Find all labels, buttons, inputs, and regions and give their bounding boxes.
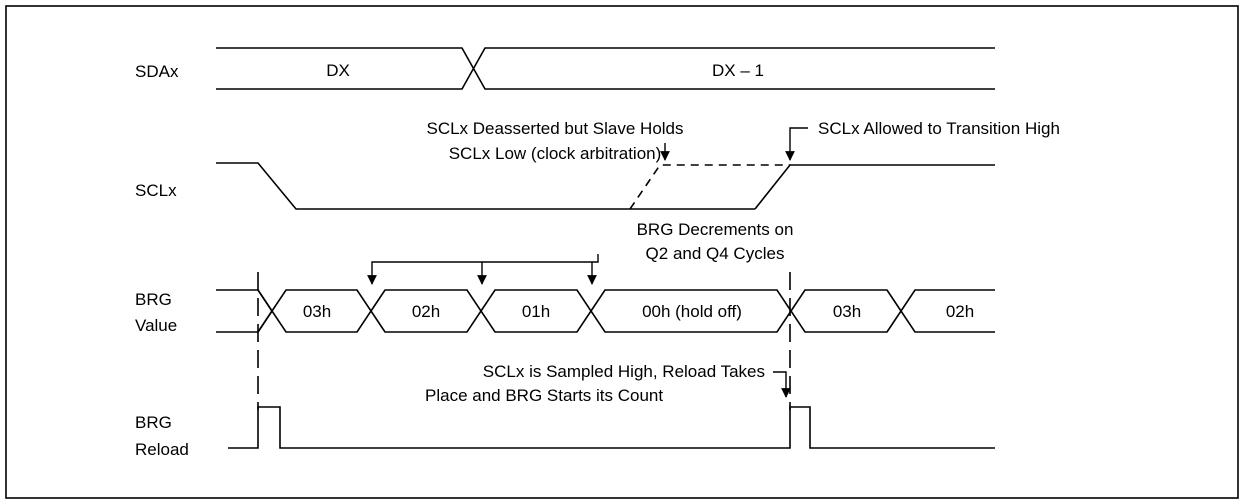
sdax-waveform [216,47,995,90]
label-brg-value-line2: Value [135,316,177,335]
label-brg-reload-line1: BRG [135,413,172,432]
annotation-slave-hold-line2: SCLx Low (clock arbitration) [449,144,662,163]
annotation-allowed-high: SCLx Allowed to Transition High [818,119,1060,138]
annotation-brg-decrements-line2: Q2 and Q4 Cycles [646,244,785,263]
brg-segment-00h-hold-off: 00h (hold off) [642,302,742,321]
annotation-slave-hold-line1: SCLx Deasserted but Slave Holds [426,119,683,138]
arrow-allowed-high [785,127,808,161]
brg-segment-03h: 03h [303,302,331,321]
brg-value-waveform [216,289,995,333]
brg-decrement-arrows [367,254,599,285]
arrow-sampled-high [773,371,791,398]
label-sdax: SDAx [135,62,179,81]
brg-segment-02h-next: 02h [946,302,974,321]
sclx-waveform [216,162,995,210]
label-brg-value-line1: BRG [135,290,172,309]
brg-segment-01h: 01h [522,302,550,321]
label-brg-reload-line2: Reload [135,440,189,459]
annotation-sampled-high-line1: SCLx is Sampled High, Reload Takes [483,362,765,381]
figure-border [5,5,1239,499]
sda-segment-dx-minus-1: DX – 1 [712,61,764,80]
label-sclx: SCLx [135,181,177,200]
arrow-decrement-1 [367,254,599,285]
annotation-sampled-high-line2: Place and BRG Starts its Count [425,386,663,405]
brg-segment-02h: 02h [412,302,440,321]
brg-segment-03h-reload: 03h [833,302,861,321]
brg-reload-waveform [228,406,995,449]
sda-segment-dx: DX [326,61,350,80]
annotation-brg-decrements-line1: BRG Decrements on [637,220,794,239]
